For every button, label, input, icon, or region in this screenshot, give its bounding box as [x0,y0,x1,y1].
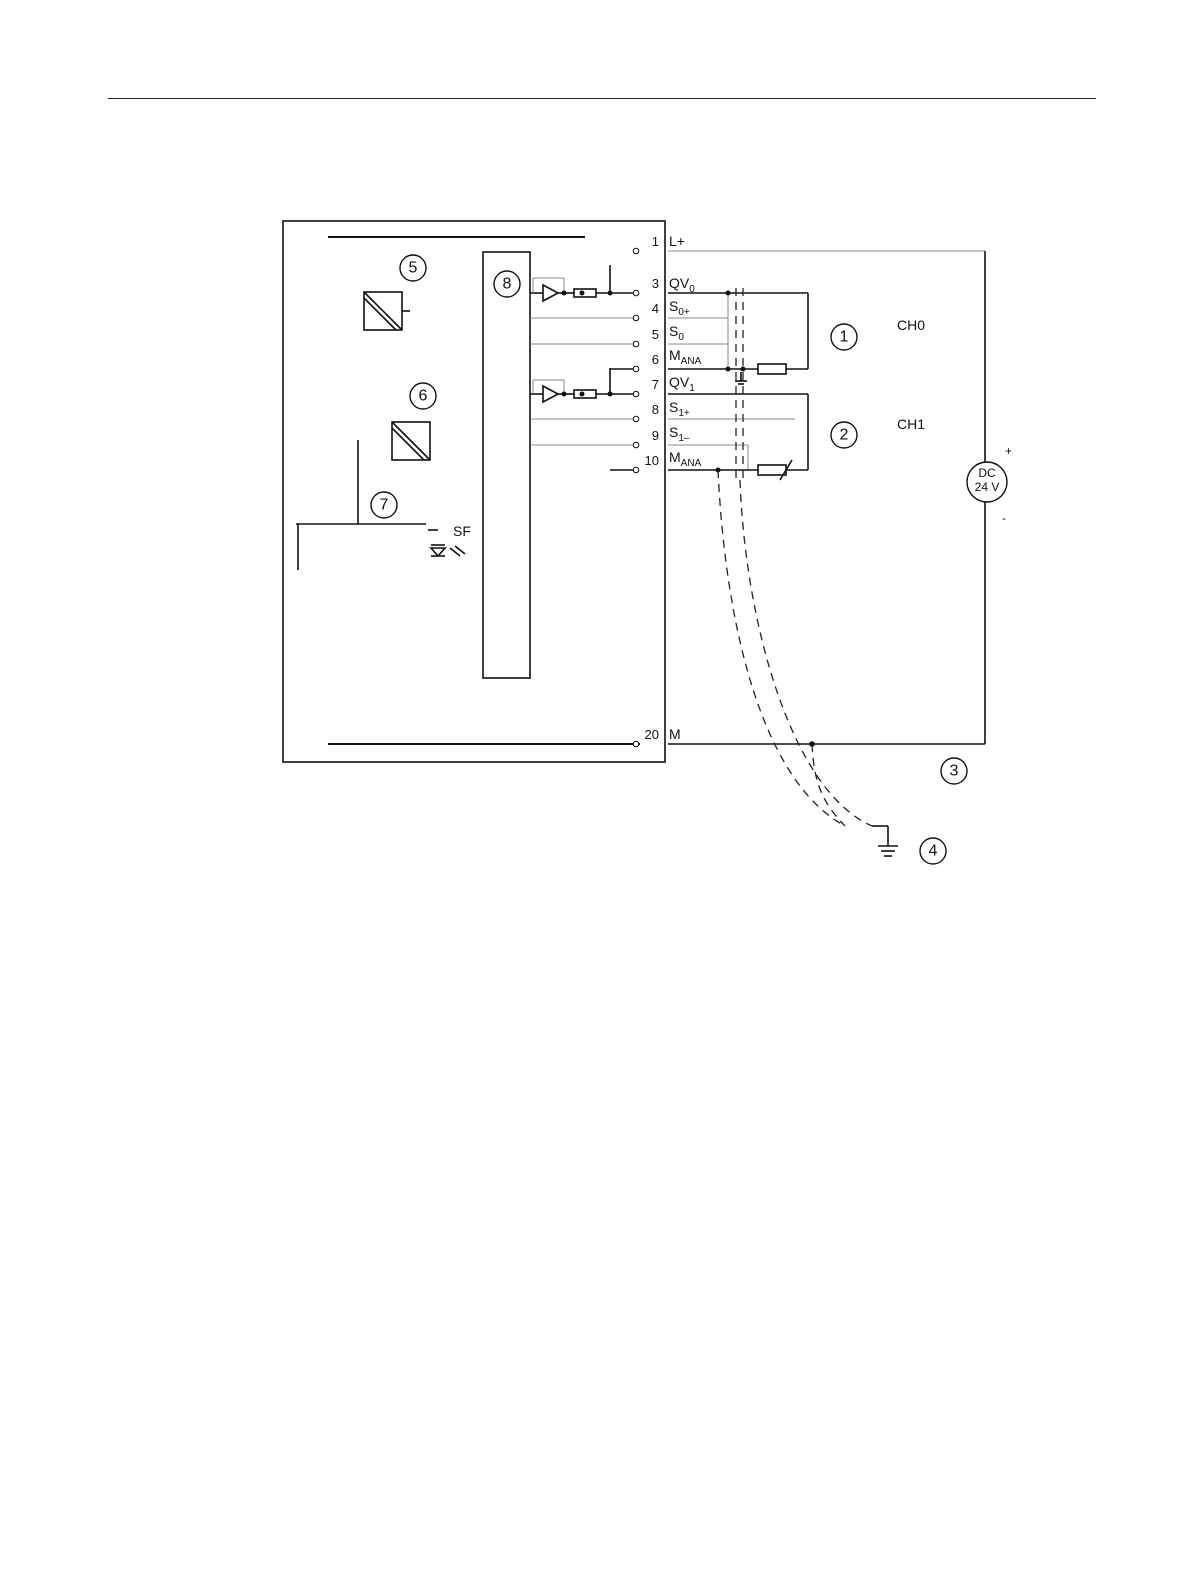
terminal-4-number: 4 [652,301,659,316]
dc-supply-line1: DC [978,466,996,480]
module-housing [283,221,665,762]
terminal-5-number: 5 [652,327,659,342]
isolation-symbol [364,292,410,330]
terminal-20-number: 20 [645,727,659,742]
terminal-6-name: MANA [669,347,702,367]
dc-supply-plus: + [1005,444,1012,458]
terminal-7-name: QV1 [669,374,695,394]
callout-6-label: 6 [419,388,428,405]
ch0-label: CH0 [897,317,925,333]
ch0-output-driver [530,265,633,301]
terminal-8-number: 8 [652,402,659,417]
callout-3-label: 3 [950,763,959,780]
terminal-3-number: 3 [652,276,659,291]
callout-4-label: 4 [929,843,938,860]
logic-block [483,252,530,678]
callout-2-label: 2 [840,427,849,444]
sf-led-label: SF [453,523,471,539]
terminal-contacts [633,248,639,747]
da-converter-symbol [392,422,430,460]
shield-ground-icon [735,372,747,384]
terminal-9-name: S1– [669,424,690,444]
terminal-9-number: 9 [652,428,659,443]
ch1-label: CH1 [897,416,925,432]
terminal-1-name: L+ [669,233,685,249]
terminal-7-number: 7 [652,377,659,392]
terminal-10-number: 10 [645,453,659,468]
terminal-4-name: S0+ [669,298,690,318]
terminal-6-number: 6 [652,352,659,367]
terminal-1-number: 1 [652,234,659,249]
dc-supply-minus: - [1002,511,1006,525]
terminal-20-name: M [669,726,681,742]
callout-1-label: 1 [840,329,849,346]
terminal-3-name: QV0 [669,275,695,295]
earth-ground-icon [872,826,898,856]
callout-8-label: 8 [503,276,512,293]
terminal-5-name: S0 [669,323,684,343]
dc-supply-line2: 24 V [975,480,1000,494]
callout-7-label: 7 [380,497,389,514]
terminal-8-name: S1+ [669,399,690,419]
callout-5-label: 5 [409,260,418,277]
ch1-output-driver [530,368,633,402]
terminal-10-name: MANA [669,449,702,469]
